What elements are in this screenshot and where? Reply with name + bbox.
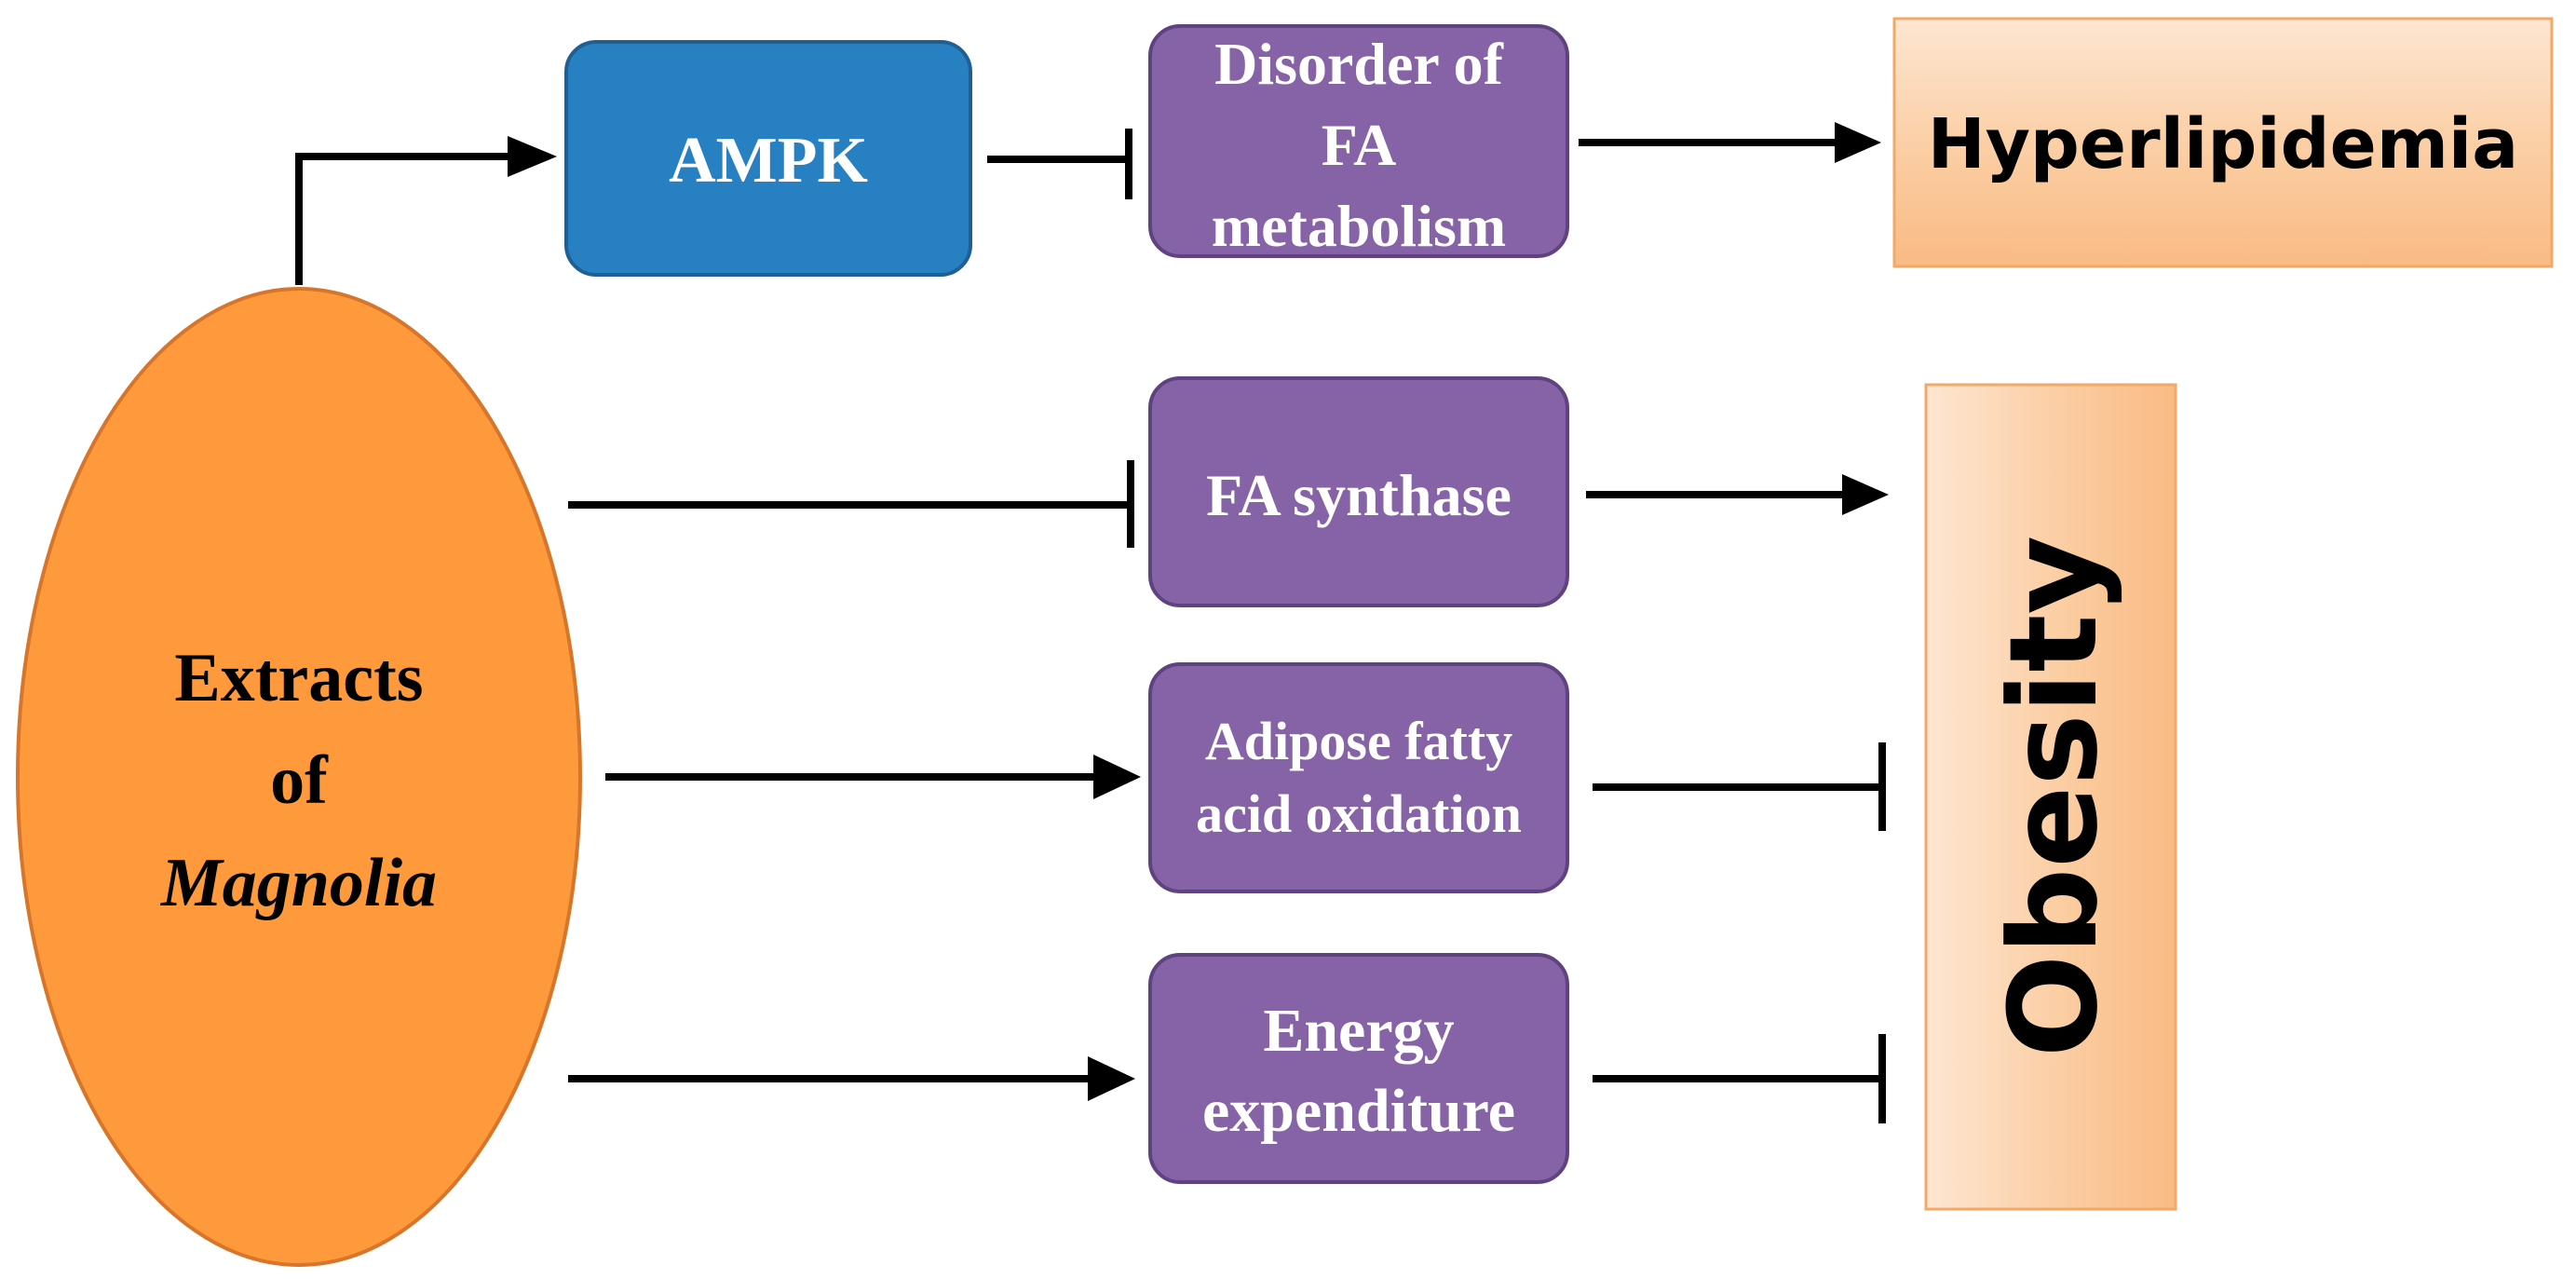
node-ampk: AMPK (564, 40, 972, 277)
node-fa-synthase: FA synthase (1148, 376, 1569, 607)
ampk-label: AMPK (669, 125, 868, 197)
node-disorder-fa-metabolism: Disorder of FA metabolism (1148, 24, 1569, 259)
edge-ampk-inhibits-disorder (987, 129, 1132, 199)
fa-synthase-label: FA synthase (1206, 462, 1512, 528)
energy-label-line1: Energy (1263, 997, 1454, 1065)
outcome-obesity: Obesity (1924, 383, 2177, 1211)
edge-adipose-oxidation-inhibits-obesity (1593, 742, 1886, 831)
source-label-line1: Extracts (174, 640, 423, 716)
source-label-line3: Magnolia (160, 845, 437, 921)
outcome-hyperlipidemia: Hyperlipidemia (1892, 17, 2554, 268)
disorder-label-line1: Disorder of (1214, 31, 1504, 97)
edge-disorder-to-hyperlipidemia (1579, 122, 1881, 163)
source-node-magnolia-extracts: Extracts of Magnolia (16, 287, 582, 1267)
source-label-line2: of (270, 742, 329, 819)
adipose-label-line2: acid oxidation (1196, 783, 1522, 844)
edge-source-to-energy-expenditure (568, 1056, 1135, 1101)
edge-energy-expenditure-inhibits-obesity (1593, 1034, 1886, 1123)
edge-fa-synthase-to-obesity (1586, 474, 1889, 515)
node-adipose-fatty-acid-oxidation: Adipose fatty acid oxidation (1148, 662, 1569, 893)
disorder-label-line3: metabolism (1212, 193, 1506, 259)
adipose-label-line1: Adipose fatty (1205, 711, 1512, 771)
edge-source-to-ampk (295, 136, 557, 285)
energy-label-line2: expenditure (1202, 1077, 1515, 1145)
edge-source-inhibits-fa-synthase (568, 460, 1134, 548)
obesity-label: Obesity (1983, 536, 2124, 1058)
node-energy-expenditure: Energy expenditure (1148, 953, 1569, 1184)
disorder-label-line2: FA (1322, 112, 1397, 178)
hyperlipidemia-label: Hyperlipidemia (1928, 104, 2518, 184)
edge-source-to-adipose-oxidation (605, 755, 1141, 799)
